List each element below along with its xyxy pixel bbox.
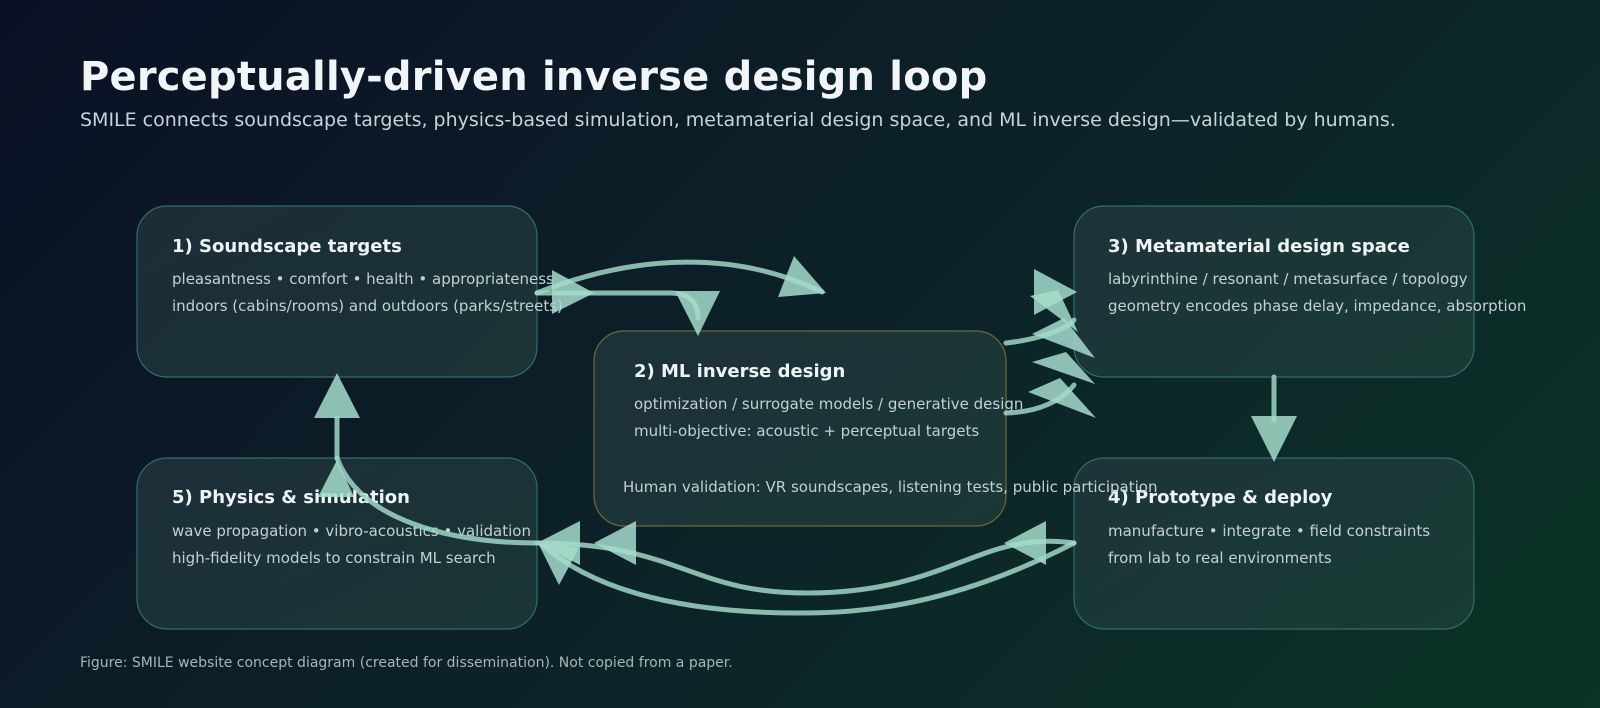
node-soundscape-line-1: pleasantness • comfort • health • approp… — [172, 270, 554, 288]
arrowhead-icon — [552, 270, 594, 314]
page-subtitle: SMILE connects soundscape targets, physi… — [80, 109, 1396, 131]
human-validation-note: Human validation: VR soundscapes, listen… — [623, 478, 1157, 496]
arrowhead-icon — [538, 543, 579, 585]
node-ml-line-1: optimization / surrogate models / genera… — [634, 395, 1023, 413]
node-ml-line-2: multi-objective: acoustic + perceptual t… — [634, 422, 979, 440]
arrowhead-icon — [778, 256, 826, 297]
figure-caption: Figure: SMILE website concept diagram (c… — [80, 655, 733, 671]
node-metamaterial-line-2: geometry encodes phase delay, impedance,… — [1108, 297, 1526, 315]
node-ml-title: 2) ML inverse design — [634, 361, 845, 382]
node-prototype-line-1: manufacture • integrate • field constrai… — [1108, 522, 1430, 540]
edge-ml-to-metamaterial-lower — [1003, 382, 1077, 416]
edges — [314, 256, 1297, 616]
arrowhead-icon — [675, 291, 720, 336]
node-physics-simulation: 5) Physics & simulation wave propagation… — [136, 457, 538, 630]
node-physics-line-2: high-fidelity models to constrain ML sea… — [172, 549, 496, 567]
node-metamaterial-line-1: labyrinthine / resonant / metasurface / … — [1108, 270, 1468, 288]
edge-prototype-to-physics-arc — [537, 540, 1077, 616]
node-soundscape-targets: 1) Soundscape targets pleasantness • com… — [136, 205, 563, 378]
arrowhead-icon — [1251, 416, 1297, 462]
arrowhead-icon — [314, 373, 360, 418]
node-prototype-title: 4) Prototype & deploy — [1108, 487, 1333, 508]
node-soundscape-line-2: indoors (cabins/rooms) and outdoors (par… — [172, 297, 563, 315]
arrowhead-icon — [594, 521, 636, 565]
node-metamaterial-title: 3) Metamaterial design space — [1108, 236, 1410, 257]
arrowhead-icon — [1028, 378, 1096, 418]
edge-prototype-to-physics-wave — [534, 538, 1077, 596]
edge-physics-curve — [334, 455, 540, 546]
arrowhead-icon — [1032, 352, 1095, 384]
arrowhead-icon — [1032, 318, 1095, 358]
node-prototype-line-2: from lab to real environments — [1108, 549, 1332, 567]
node-prototype-deploy: 4) Prototype & deploy manufacture • inte… — [1073, 457, 1475, 630]
node-metamaterial-design-space: 3) Metamaterial design space labyrinthin… — [1073, 205, 1526, 378]
node-ml-inverse-design: 2) ML inverse design optimization / surr… — [593, 330, 1023, 527]
node-soundscape-title: 1) Soundscape targets — [172, 236, 402, 257]
arrowhead-icon — [318, 460, 354, 497]
arrowhead-icon — [1004, 521, 1046, 565]
page-title: Perceptually-driven inverse design loop — [80, 54, 988, 100]
node-physics-line-1: wave propagation • vibro-acoustics • val… — [172, 522, 531, 540]
